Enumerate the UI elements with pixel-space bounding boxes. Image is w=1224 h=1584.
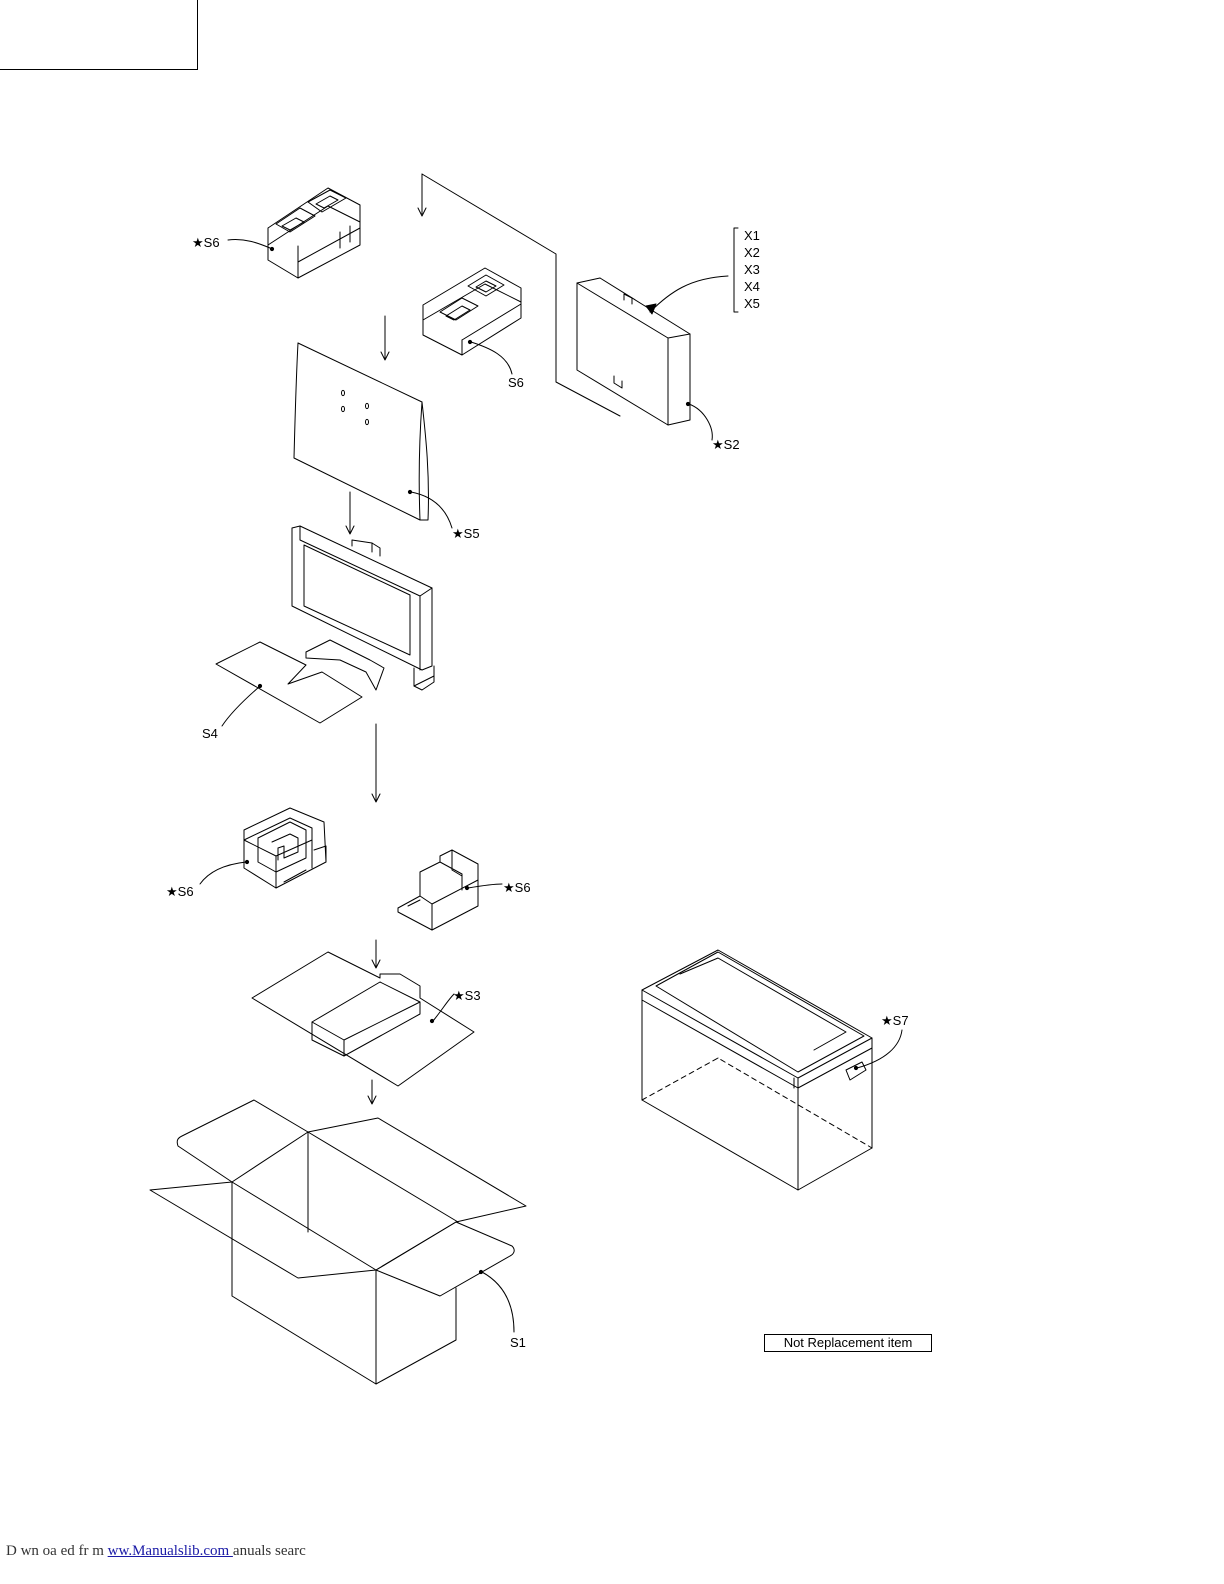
footer-prefix: D wn oa ed fr m <box>6 1543 108 1559</box>
footer-suffix: anuals searc <box>233 1543 306 1559</box>
foam-cushion-top-left <box>228 188 360 278</box>
footer-link[interactable]: ww.Manualslib.com <box>108 1543 233 1559</box>
accessory-x5: X5 <box>744 295 760 312</box>
label-s6-top-mid: S6 <box>508 376 524 390</box>
foam-cushion-mid-right <box>398 850 502 930</box>
label-s6-top-left: ★S6 <box>192 236 220 250</box>
shipping-carton-closed <box>642 950 902 1190</box>
accessory-x2: X2 <box>744 244 760 261</box>
flow-arrows <box>346 316 389 1104</box>
foam-cushion-mid-left <box>200 808 326 888</box>
label-s5: ★S5 <box>452 527 480 541</box>
cushion-sheet <box>216 642 362 726</box>
accessory-x1: X1 <box>744 227 760 244</box>
label-s6-mid-right: ★S6 <box>503 881 531 895</box>
accessory-box <box>577 228 738 440</box>
label-s2: ★S2 <box>712 438 740 452</box>
lcd-tv <box>292 526 434 690</box>
label-s7: ★S7 <box>881 1014 909 1028</box>
bottom-tray <box>252 952 474 1086</box>
label-s3: ★S3 <box>453 989 481 1003</box>
foam-cushion-top-middle <box>423 268 521 374</box>
footer: D wn oa ed fr m ww.Manualslib.com anuals… <box>6 1543 306 1560</box>
shipping-carton-open <box>150 1100 526 1384</box>
label-s1: S1 <box>510 1336 526 1350</box>
protective-bag <box>294 343 452 528</box>
accessory-x4: X4 <box>744 278 760 295</box>
accessory-x3: X3 <box>744 261 760 278</box>
label-s4: S4 <box>202 727 218 741</box>
legend-not-replacement: Not Replacement item <box>764 1334 932 1352</box>
label-s6-mid-left: ★S6 <box>166 885 194 899</box>
